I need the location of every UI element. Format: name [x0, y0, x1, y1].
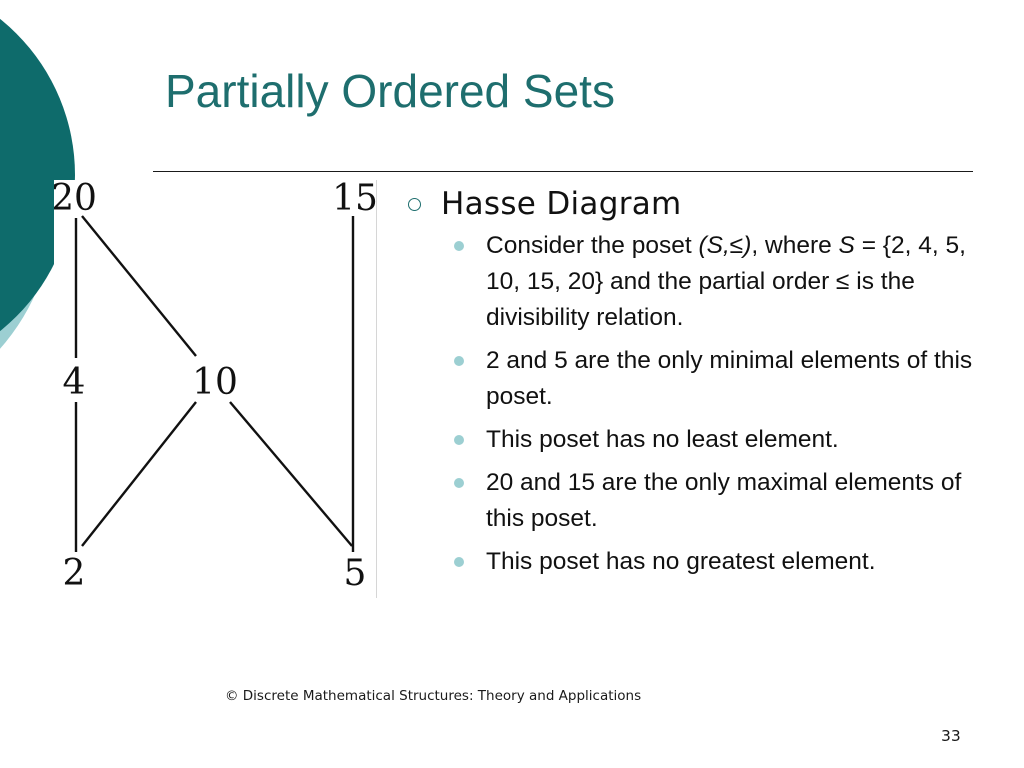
- node-20: 20: [54, 180, 97, 219]
- list-item: Consider the poset (S,≤), where S = {2, …: [454, 228, 987, 336]
- bullet-text: This poset has no greatest element.: [486, 548, 876, 575]
- slide-title: Partially Ordered Sets: [165, 65, 615, 117]
- node-10: 10: [192, 362, 238, 403]
- node-5: 5: [344, 553, 367, 594]
- bullet-text-poset: (S,≤): [698, 232, 752, 259]
- node-4: 4: [63, 362, 86, 403]
- bullet-text: This poset has no least element.: [486, 426, 839, 453]
- title-divider: [153, 171, 973, 172]
- dot-bullet-icon: [454, 478, 464, 488]
- bullet-list: Consider the poset (S,≤), where S = {2, …: [402, 228, 987, 580]
- node-15: 15: [332, 180, 376, 219]
- list-item: 2 and 5 are the only minimal elements of…: [454, 343, 987, 415]
- edge-2-10: [81, 401, 197, 547]
- edge-10-20: [81, 215, 197, 357]
- bullet-text: 2 and 5 are the only minimal elements of…: [486, 347, 973, 410]
- list-item: This poset has no greatest element.: [454, 544, 987, 580]
- dot-bullet-icon: [454, 241, 464, 251]
- dot-bullet-icon: [454, 557, 464, 567]
- page-number: 33: [941, 727, 961, 745]
- heading-bullet-row: Hasse Diagram: [402, 186, 987, 222]
- hasse-diagram: 20 15 4 10 2 5: [54, 180, 377, 598]
- section-heading: Hasse Diagram: [441, 186, 682, 222]
- node-2: 2: [63, 553, 86, 594]
- bullet-text-part: , where: [751, 232, 839, 259]
- dot-bullet-icon: [454, 435, 464, 445]
- slide-content: Hasse Diagram Consider the poset (S,≤), …: [402, 186, 987, 587]
- bullet-text: 20 and 15 are the only maximal elements …: [486, 469, 962, 532]
- ring-bullet-icon: [408, 197, 421, 211]
- edge-10-5: [229, 401, 353, 547]
- list-item: 20 and 15 are the only maximal elements …: [454, 465, 987, 537]
- list-item: This poset has no least element.: [454, 422, 987, 458]
- bullet-text-set: S: [838, 232, 855, 259]
- bullet-text-part: = {2, 4, 5, 10, 15, 20} and the partial …: [486, 232, 966, 331]
- bullet-text-part: Consider the poset: [486, 232, 699, 259]
- footer-copyright: © Discrete Mathematical Structures: Theo…: [225, 688, 642, 704]
- dot-bullet-icon: [454, 356, 464, 366]
